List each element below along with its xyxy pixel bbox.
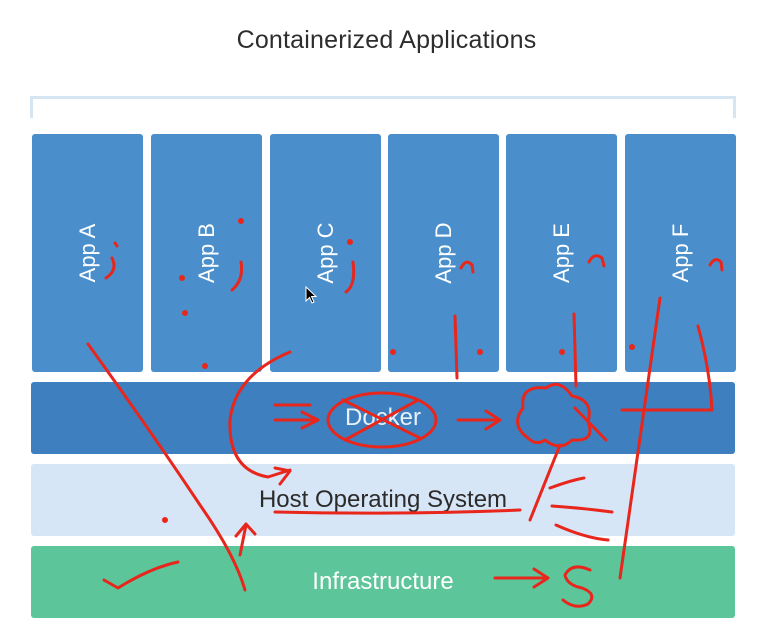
app-d-block: App D xyxy=(388,134,499,372)
docker-layer: Docker xyxy=(31,382,735,454)
diagram-title: Containerized Applications xyxy=(236,26,537,54)
app-f-label: App F xyxy=(667,223,693,283)
mouse-cursor-icon xyxy=(305,286,318,304)
infrastructure-label: Infrastructure xyxy=(312,568,454,595)
app-a-label: App A xyxy=(74,223,100,283)
app-b-block: App B xyxy=(151,134,262,372)
app-c-label: App C xyxy=(312,222,338,284)
app-c-block: App C xyxy=(270,134,381,372)
app-f-block: App F xyxy=(625,134,736,372)
app-e-block: App E xyxy=(506,134,617,372)
app-b-label: App B xyxy=(193,223,219,283)
infrastructure-layer: Infrastructure xyxy=(31,546,735,618)
host-os-label: Host Operating System xyxy=(258,486,508,513)
host-os-layer: Host Operating System xyxy=(31,464,735,536)
apps-bracket xyxy=(30,96,736,118)
app-a-block: App A xyxy=(32,134,143,372)
app-e-label: App E xyxy=(548,223,574,283)
docker-label: Docker xyxy=(344,404,422,431)
app-d-label: App D xyxy=(430,222,456,284)
